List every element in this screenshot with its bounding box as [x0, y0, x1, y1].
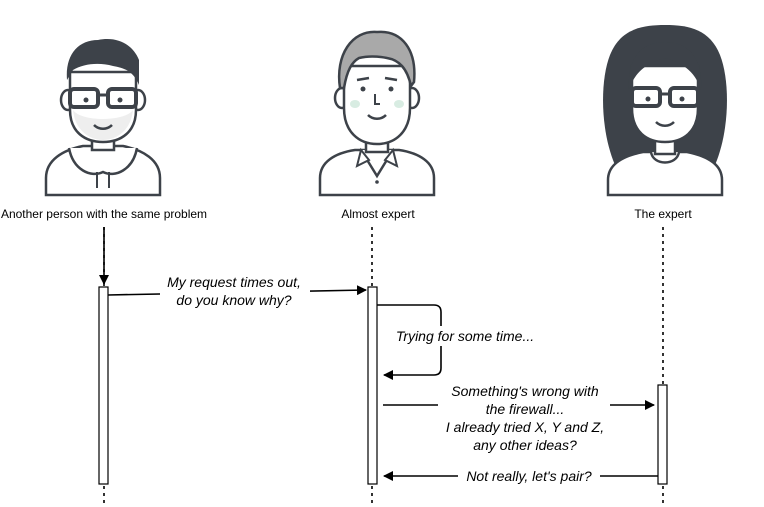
actor-label-2: Almost expert: [341, 207, 415, 221]
man-glasses-beard-hoodie-icon: [44, 39, 162, 197]
message-3-line-1: Something's wrong with: [451, 383, 599, 399]
activation-bar-2: [367, 286, 378, 485]
message-1-line-2: do you know why?: [176, 292, 291, 308]
actor-label-1: Another person with the same problem: [1, 207, 207, 221]
message-4-line-1: Not really, let's pair?: [466, 468, 592, 484]
actor-label-3: The expert: [634, 207, 692, 221]
message-3-line-2: the firewall...: [486, 401, 565, 417]
activation-bar-1: [98, 286, 109, 485]
woman-long-dark-hair-glasses-icon: [603, 25, 727, 197]
activation-bar-3: [657, 384, 668, 485]
message-3-line-4: any other ideas?: [473, 437, 577, 453]
man-light-hair-collared-shirt-icon: [318, 30, 436, 197]
message-1-line-1: My request times out,: [167, 274, 301, 290]
message-2-line-1: Trying for some time...: [396, 328, 534, 344]
message-3-line-3: I already tried X, Y and Z,: [446, 419, 604, 435]
